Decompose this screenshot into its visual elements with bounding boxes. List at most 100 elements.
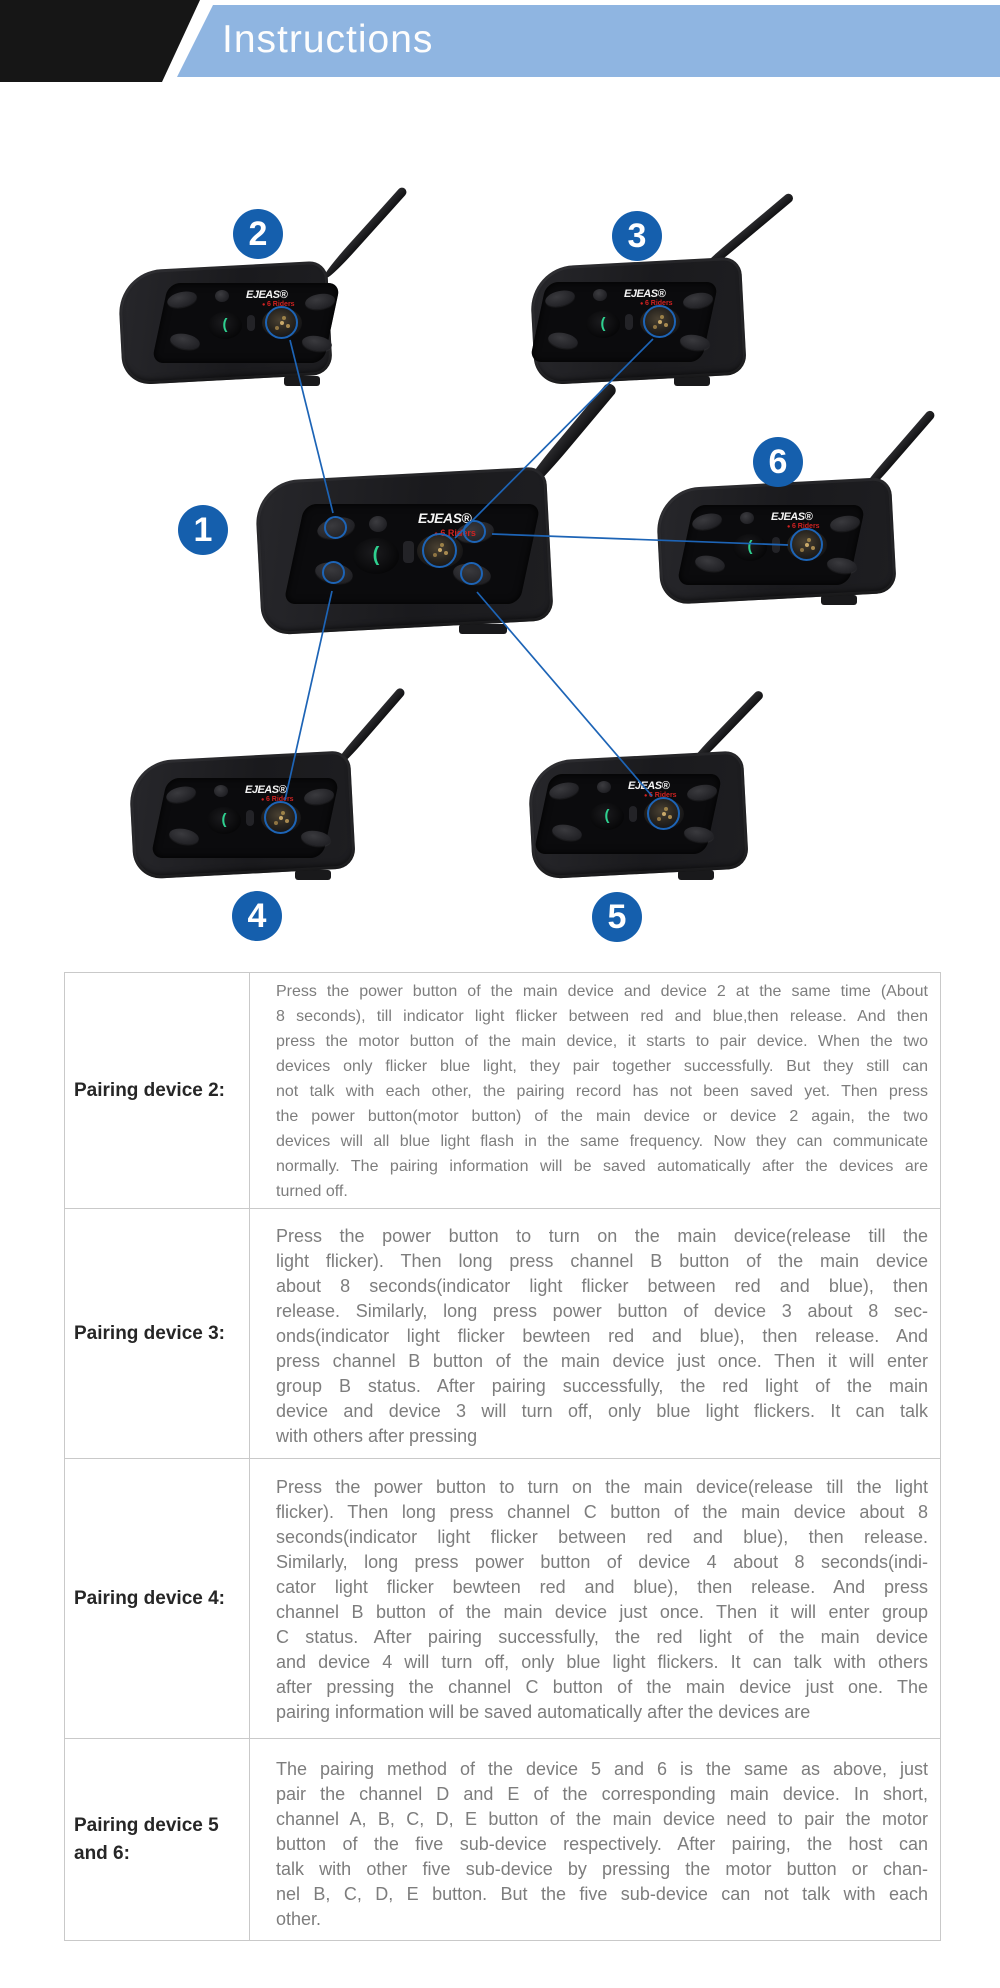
device-2: ( EJEAS®6 Riders — [117, 185, 409, 386]
table-row: Pairing device 3: Press the power button … — [65, 1208, 940, 1458]
table-row: Pairing device 5 and 6: The pairing method… — [65, 1738, 940, 1940]
bluetooth-button — [402, 541, 414, 563]
device-number-badge: 2 — [233, 209, 283, 259]
device-4: ( EJEAS®6 Riders — [128, 686, 407, 880]
row-text-cell: Press the power button to turn on the ma… — [250, 1209, 940, 1458]
row-text-line: light flicker). Then long press channel … — [276, 1251, 928, 1271]
round-button — [369, 516, 387, 532]
phone-crescent-icon: ( — [604, 806, 610, 824]
button-highlight-circle — [324, 516, 347, 539]
row-text-line: pairing information will be saved automa… — [276, 1702, 811, 1722]
row-label: Pairing device 4: — [74, 1587, 226, 1609]
brand-sub-label: 6 Riders — [261, 796, 294, 803]
row-text-line: and device 4 will turn off, only blue li… — [276, 1652, 928, 1672]
mount-tab — [295, 870, 331, 880]
phone-button: ( — [353, 538, 399, 574]
row-label: Pairing device 5 — [74, 1814, 219, 1836]
antenna-device-2 — [322, 185, 409, 280]
page-header: Instructions — [0, 0, 1000, 82]
row-text-line: not talk with each other, the pairing re… — [276, 1083, 928, 1100]
brand-logo: EJEAS® — [245, 784, 287, 796]
button-highlight-circle — [463, 520, 486, 543]
bluetooth-button — [246, 810, 254, 826]
header-black-shape — [0, 0, 200, 82]
button-highlight-circle — [264, 801, 297, 834]
device-number-badge: 3 — [612, 211, 662, 261]
row-text-line: turned off. — [276, 1183, 348, 1200]
row-text-line: 8 seconds), till indicator light flicker… — [276, 1008, 928, 1025]
phone-crescent-icon: ( — [221, 810, 227, 828]
row-text-line: Similarly, long press power button of de… — [276, 1552, 928, 1572]
pairing-instructions-table: Pairing device 2: Press the power button … — [64, 972, 941, 1941]
row-text-line: device and device 3 will turn off, only … — [276, 1401, 928, 1421]
device-6: (EJEAS®6 Riders — [655, 409, 937, 606]
button-highlight-circle — [647, 797, 680, 830]
row-text-line: the power button(motor button) of the ma… — [276, 1108, 928, 1125]
row-text-line: The pairing method of the device 5 and 6… — [276, 1759, 928, 1779]
phone-crescent-icon: ( — [372, 543, 380, 566]
row-text-line: group B status. After pairing successful… — [276, 1376, 928, 1396]
round-button — [593, 289, 607, 301]
row-text-line: seconds(indicator light flicker between … — [276, 1527, 928, 1547]
row-text-line: devices will all blue light flash in the… — [276, 1133, 928, 1150]
row-label-cell: Pairing device 4: — [65, 1459, 250, 1738]
row-text-line: normally. The pairing information will b… — [276, 1158, 928, 1175]
round-button — [740, 512, 754, 524]
row-label: and 6: — [74, 1842, 130, 1864]
bluetooth-button — [772, 537, 780, 553]
mount-tab — [284, 376, 320, 386]
phone-button: ( — [208, 311, 242, 339]
device-number-badge: 4 — [232, 891, 282, 941]
brand-logo: EJEAS® — [418, 510, 472, 526]
brand-sub-label: 6 Riders — [262, 301, 295, 308]
device-5: (EJEAS®6 Riders — [527, 689, 765, 880]
button-highlight-circle — [265, 306, 298, 339]
brand-sub-label: 6 Riders — [640, 300, 673, 307]
row-text-line: about 8 seconds(indicator light flicker … — [276, 1276, 928, 1296]
mount-tab — [674, 376, 710, 386]
header-blue-banner — [177, 5, 1000, 77]
row-text-line: Press the power button of the main devic… — [276, 983, 928, 1000]
row-text-cell: Press the power button of the main devic… — [250, 973, 940, 1208]
row-text-line: channel B button of the main device just… — [276, 1602, 928, 1622]
row-label-cell: Pairing device 5 and 6: — [65, 1739, 250, 1940]
row-text-line: button of the five sub-device respective… — [276, 1834, 928, 1854]
row-text-line: after pressing the channel C button of t… — [276, 1677, 928, 1697]
mount-tab — [458, 624, 508, 634]
device-number-badge: 6 — [753, 437, 803, 487]
row-text-line: nel B, C, D, E button. But the five sub-… — [276, 1884, 928, 1904]
row-label: Pairing device 3: — [74, 1322, 226, 1344]
round-button — [214, 785, 228, 797]
row-label-cell: Pairing device 3: — [65, 1209, 250, 1458]
row-text-line: C status. After pairing successfully, th… — [276, 1627, 928, 1647]
bluetooth-button — [247, 315, 255, 331]
mount-tab — [678, 870, 714, 880]
page-title: Instructions — [222, 18, 434, 61]
table-row: Pairing device 4: Press the power button … — [65, 1458, 940, 1738]
brand-logo: EJEAS® — [246, 289, 288, 301]
phone-button: ( — [586, 310, 620, 338]
brand-sub-label: 6 Riders — [787, 523, 820, 530]
round-button — [597, 781, 611, 793]
row-text-cell: Press the power button to turn on the ma… — [250, 1459, 940, 1738]
row-text-cell: The pairing method of the device 5 and 6… — [250, 1739, 940, 1940]
phone-crescent-icon: ( — [600, 314, 606, 332]
device-3: (EJEAS®6 Riders — [529, 191, 795, 386]
round-button — [215, 290, 229, 302]
row-text-line: Press the power button to turn on the ma… — [276, 1226, 928, 1246]
row-text-line: pair the channel D and E of the correspo… — [276, 1784, 928, 1804]
row-text-line: channel A, B, C, D, E button of the main… — [276, 1809, 928, 1829]
button-highlight-circle — [643, 305, 676, 338]
button-highlight-circle — [422, 533, 457, 568]
bluetooth-button — [625, 314, 633, 330]
phone-button: ( — [590, 802, 624, 830]
table-row: Pairing device 2: Press the power button … — [65, 973, 940, 1208]
row-text-line: release. Similarly, long press power but… — [276, 1301, 928, 1321]
row-text-line: Press the power button to turn on the ma… — [276, 1477, 928, 1497]
button-highlight-circle — [460, 562, 483, 585]
row-text-line: devices only flicker blue light, they pa… — [276, 1058, 928, 1075]
device-number-badge: 1 — [178, 505, 228, 555]
row-label-cell: Pairing device 2: — [65, 973, 250, 1208]
main-device: (EJEAS®6 Riders — [254, 381, 619, 636]
